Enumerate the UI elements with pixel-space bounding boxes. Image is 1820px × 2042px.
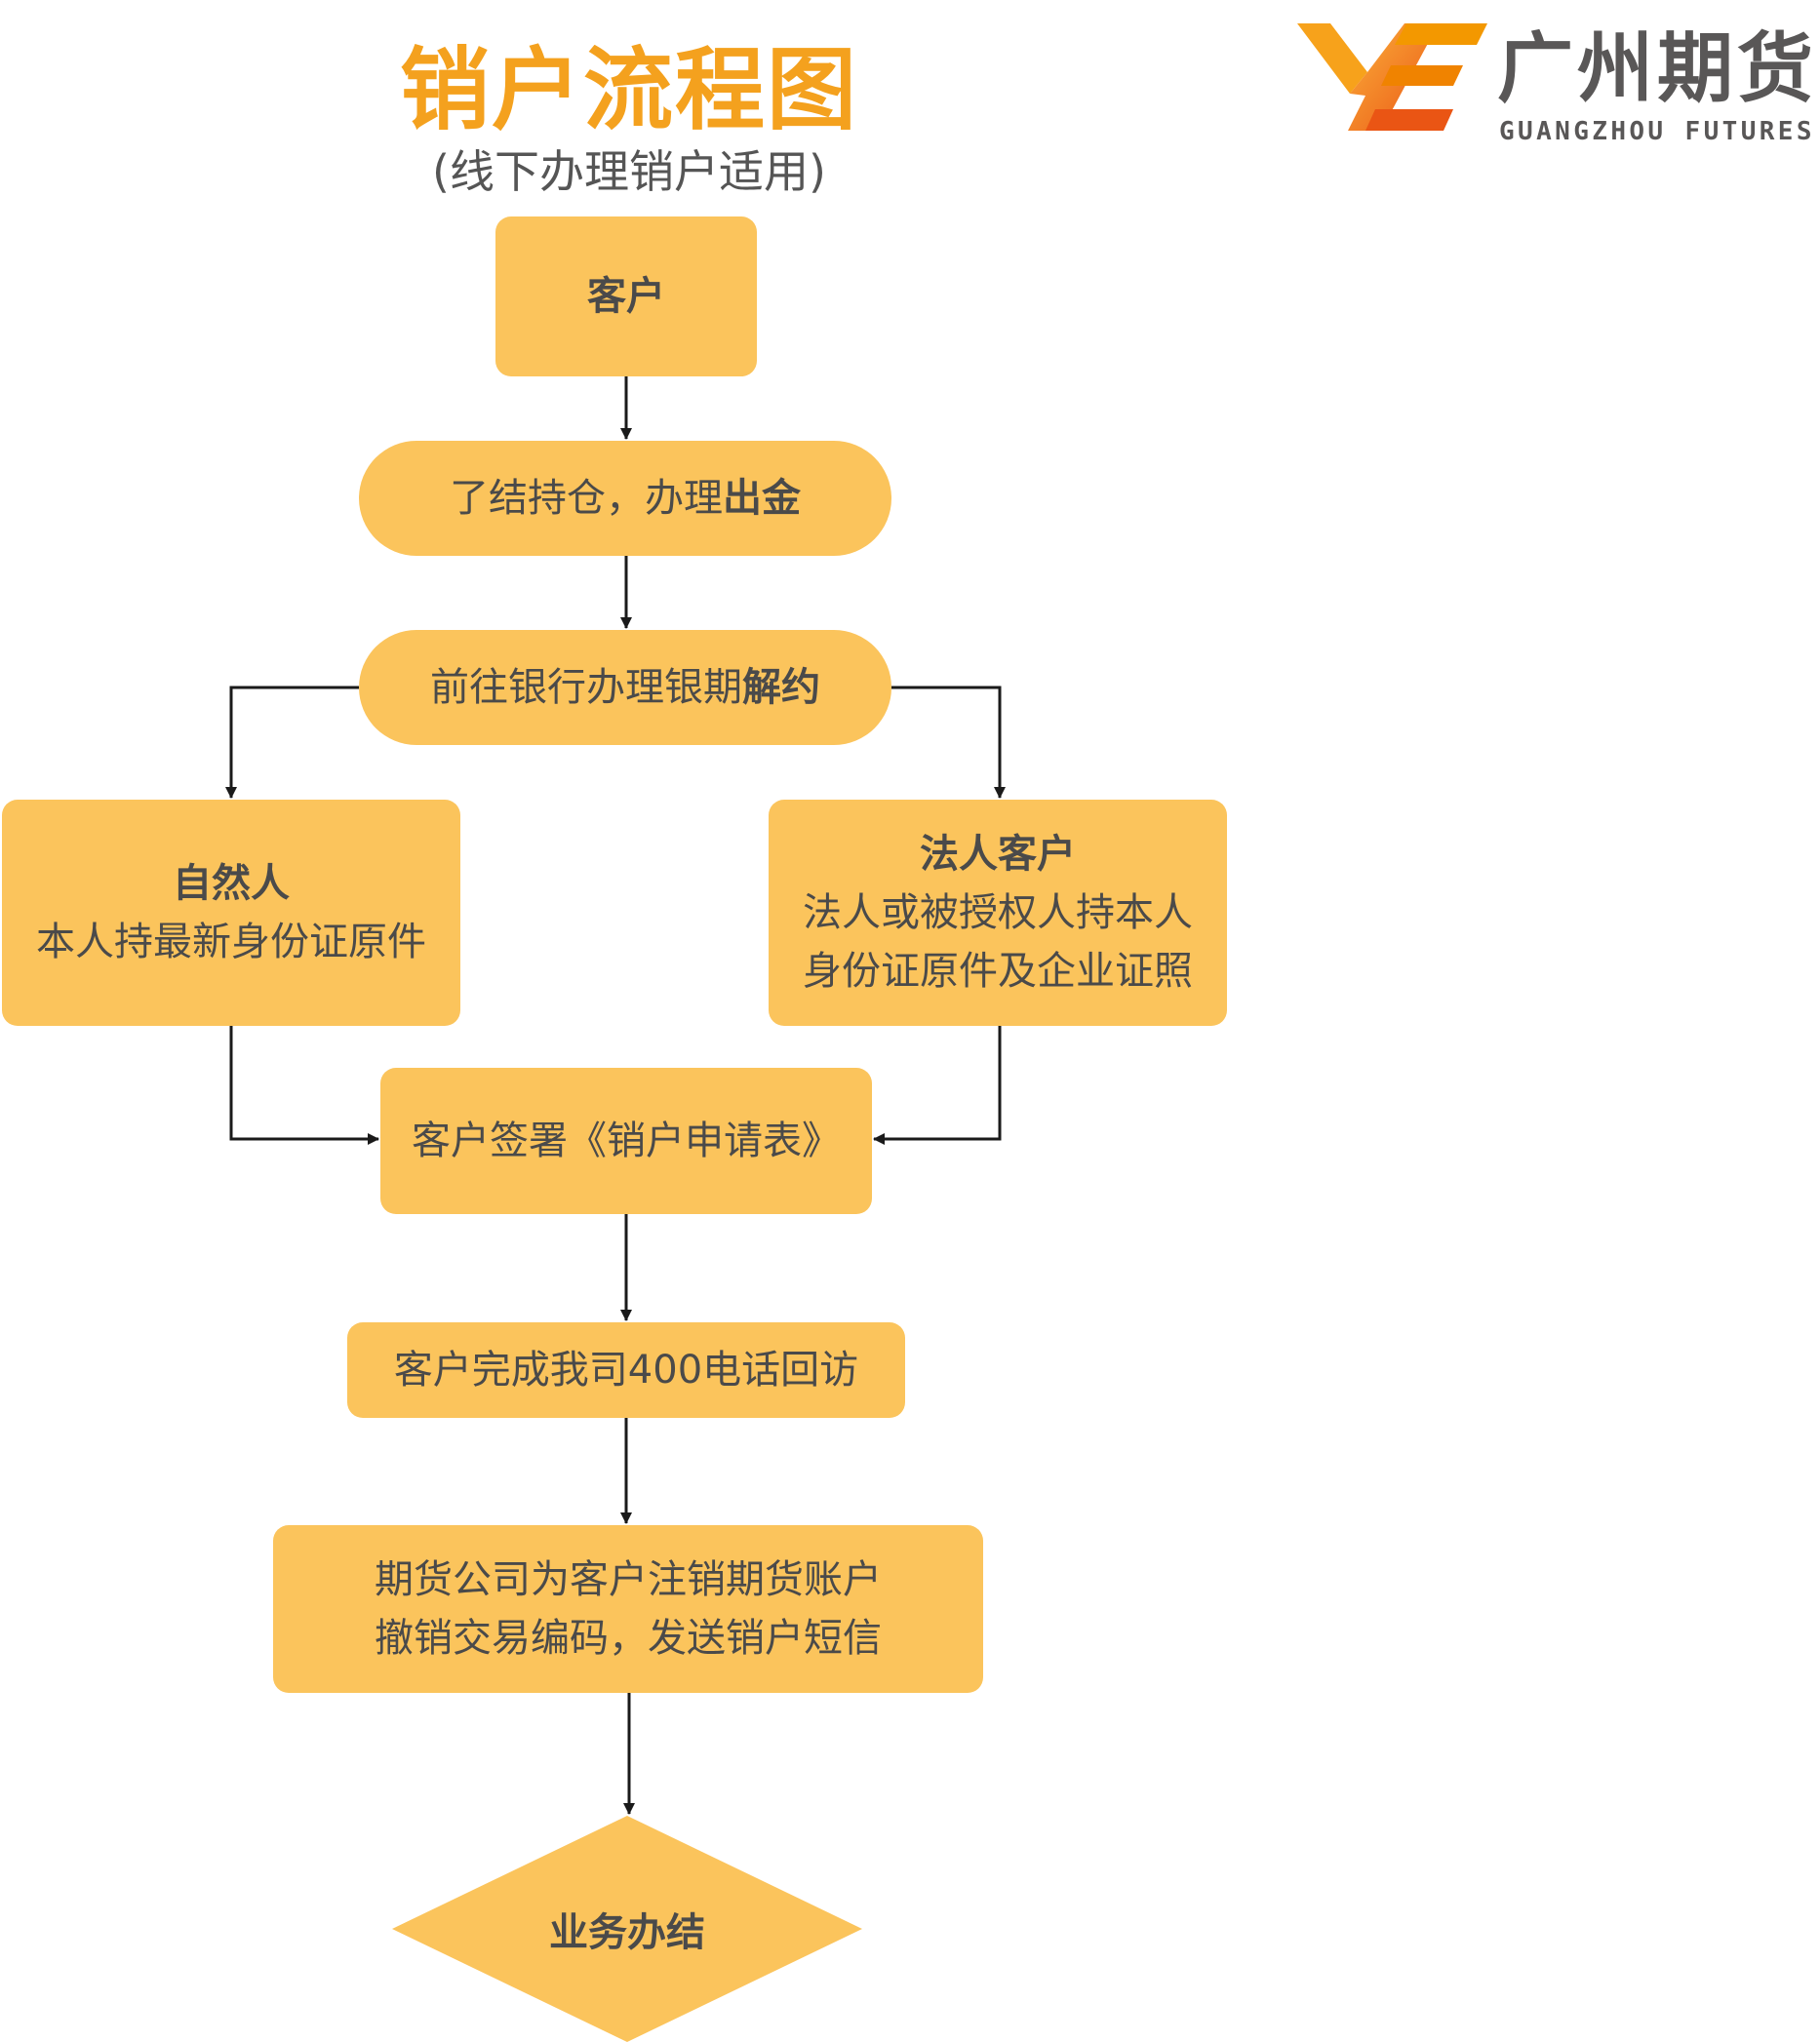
node-done: 业务办结 xyxy=(392,1816,862,2042)
close-positions-bold: 出金 xyxy=(723,476,801,521)
node-close-positions: 了结持仓，办理出金 xyxy=(359,441,891,556)
node-customer: 客户 xyxy=(495,216,757,376)
node-cancel-account: 期货公司为客户注销期货账户 撤销交易编码，发送销户短信 xyxy=(273,1525,983,1693)
arrow-corp-to-sign xyxy=(873,1026,1002,1145)
cancel-account-line2: 撤销交易编码，发送销户短信 xyxy=(375,1616,882,1661)
node-bank-termination: 前往银行办理银期解约 xyxy=(359,630,891,745)
close-positions-text: 了结持仓，办理 xyxy=(450,476,723,521)
node-corporate-client: 法人客户 法人或被授权人持本人 身份证原件及企业证照 xyxy=(769,800,1227,1026)
done-label: 业务办结 xyxy=(549,1910,705,1955)
natural-person-requirement: 本人持最新身份证原件 xyxy=(36,920,426,964)
page-subtitle: (线下办理销户适用) xyxy=(432,145,826,198)
logo-mark-icon xyxy=(1297,23,1487,131)
sign-form-label: 客户签署《销户申请表》 xyxy=(412,1119,841,1163)
node-bank-termination-label: 前往银行办理银期解约 xyxy=(430,658,820,717)
page-title: 销户流程图 xyxy=(399,38,858,142)
node-phone-visit: 客户完成我司400电话回访 xyxy=(347,1322,905,1418)
logo-name-cn: 广州期货 xyxy=(1497,25,1818,113)
node-natural-person: 自然人 本人持最新身份证原件 xyxy=(2,800,460,1026)
arrow-bank-to-person xyxy=(225,686,359,799)
corporate-client-title: 法人客户 xyxy=(920,832,1076,877)
done-diamond-shape xyxy=(392,1816,862,2042)
bank-termination-bold: 解约 xyxy=(742,665,820,710)
bank-termination-text: 前往银行办理银期 xyxy=(430,665,742,710)
node-customer-label: 客户 xyxy=(587,274,665,319)
logo-name-en: GUANGZHOU FUTURES xyxy=(1499,117,1815,146)
phone-visit-label: 客户完成我司400电话回访 xyxy=(393,1348,859,1393)
corporate-client-requirement-1: 法人或被授权人持本人 xyxy=(803,890,1193,935)
node-close-positions-label: 了结持仓，办理出金 xyxy=(450,469,801,528)
natural-person-title: 自然人 xyxy=(173,861,290,906)
arrow-bank-to-corp xyxy=(891,686,1006,799)
cancel-account-line1: 期货公司为客户注销期货账户 xyxy=(375,1557,882,1602)
corporate-client-requirement-2: 身份证原件及企业证照 xyxy=(803,949,1193,994)
company-logo: 广州期货 GUANGZHOU FUTURES xyxy=(1297,20,1818,146)
node-sign-form: 客户签署《销户申请表》 xyxy=(380,1068,872,1214)
arrow-person-to-sign xyxy=(229,1026,379,1145)
